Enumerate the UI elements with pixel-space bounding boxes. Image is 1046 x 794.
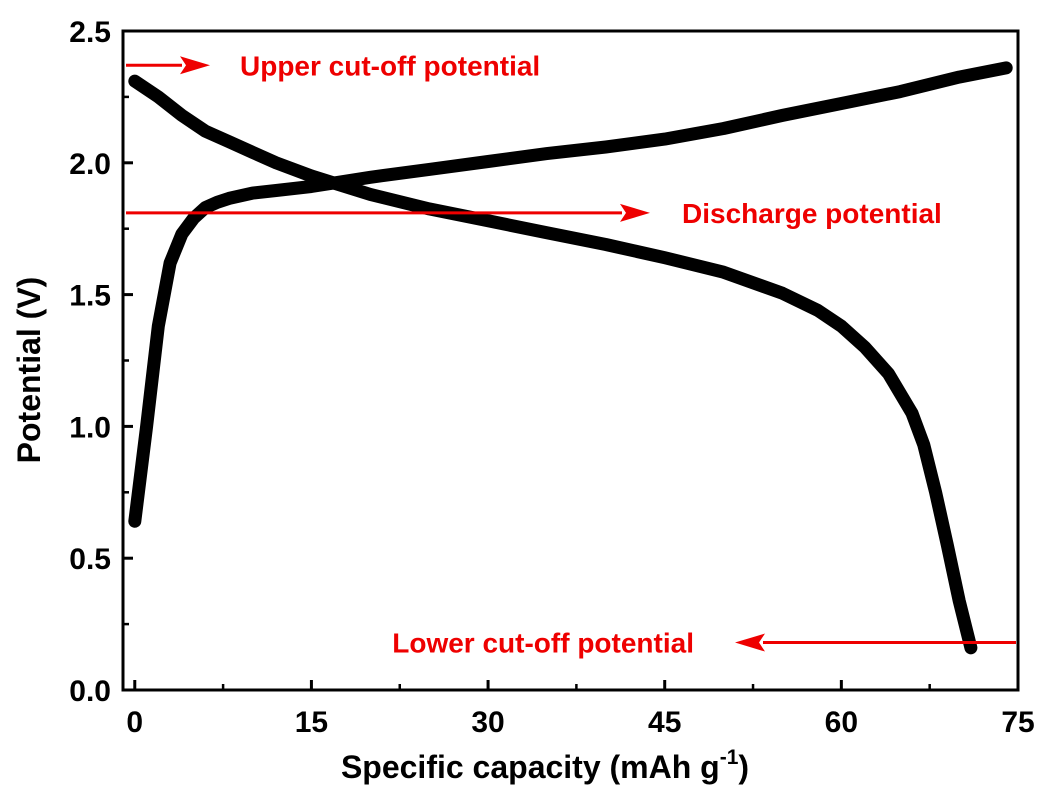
x-tick-label: 15 [295, 706, 328, 739]
lower-cutoff-arrowhead-icon [735, 633, 765, 652]
discharge-potential-arrowhead-icon [620, 203, 650, 222]
y-tick-label: 2.0 [69, 148, 111, 181]
y-tick-label: 0.0 [69, 675, 111, 708]
x-tick-label: 45 [648, 706, 681, 739]
x-axis-title: Specific capacity (mAh g-1) [341, 746, 749, 785]
upper-cutoff-annotation: Upper cut-off potential [126, 50, 540, 81]
charge-curve [128, 61, 1013, 528]
x-tick-label: 30 [471, 706, 504, 739]
x-tick-label: 75 [1001, 706, 1034, 739]
x-axis-title-end: ) [738, 749, 749, 785]
y-tick-label: 1.0 [69, 411, 111, 444]
y-tick-label: 1.5 [69, 280, 111, 313]
y-tick-label: 2.5 [69, 16, 111, 49]
discharge-potential-annotation: Discharge potential [126, 198, 942, 229]
discharge-potential-label: Discharge potential [682, 198, 942, 229]
x-axis-title-main: Specific capacity (mAh g [341, 749, 720, 785]
upper-cutoff-label: Upper cut-off potential [240, 50, 540, 81]
y-axis-title: Potential (V) [11, 277, 47, 464]
lower-cutoff-annotation: Lower cut-off potential [392, 628, 1016, 659]
upper-cutoff-arrowhead-icon [180, 56, 210, 75]
x-axis-title-superscript: -1 [720, 746, 739, 769]
discharge-curve [128, 74, 978, 655]
lower-cutoff-label: Lower cut-off potential [392, 628, 694, 659]
x-tick-label: 60 [825, 706, 858, 739]
y-tick-label: 0.5 [69, 543, 111, 576]
x-tick-label: 0 [126, 706, 143, 739]
